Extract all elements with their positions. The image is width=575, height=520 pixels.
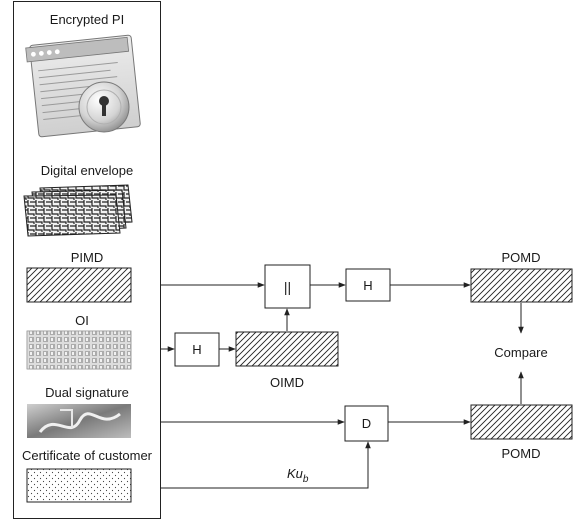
pimd-block bbox=[26, 267, 132, 303]
input-panel bbox=[13, 1, 161, 519]
public-key-subscript: b bbox=[303, 474, 309, 485]
certificate-block bbox=[26, 468, 132, 503]
decrypt-label: D bbox=[362, 416, 371, 431]
hash-block-top bbox=[345, 268, 391, 302]
concat-block bbox=[264, 264, 311, 309]
hash-block-oi bbox=[174, 332, 220, 367]
digital-envelope-icon bbox=[23, 184, 133, 237]
oi-label: OI bbox=[75, 313, 89, 328]
connectors bbox=[160, 282, 524, 489]
dual-signature-icon bbox=[27, 404, 131, 438]
pimd-label: PIMD bbox=[71, 250, 104, 265]
hash-oi-label: H bbox=[192, 342, 201, 357]
concat-symbol: || bbox=[284, 279, 291, 295]
certificate-label: Certificate of customer bbox=[22, 448, 153, 463]
certificate-to-decrypt-arrow bbox=[160, 441, 371, 489]
public-key-base: Ku bbox=[287, 466, 303, 481]
public-key-label: Kub bbox=[287, 466, 309, 485]
encrypted-document-icon bbox=[25, 34, 141, 138]
hash-top-label: H bbox=[363, 278, 372, 293]
pomd-bottom-label: POMD bbox=[502, 446, 541, 461]
oimd-block bbox=[235, 331, 339, 367]
oimd-label: OIMD bbox=[270, 375, 304, 390]
decrypt-block bbox=[344, 405, 389, 442]
pomd-top-block bbox=[470, 268, 573, 303]
encrypted-pi-label: Encrypted PI bbox=[50, 12, 124, 27]
digital-envelope-label: Digital envelope bbox=[41, 163, 134, 178]
order-information-icon bbox=[26, 330, 132, 370]
pomd-top-label: POMD bbox=[502, 250, 541, 265]
compare-label: Compare bbox=[494, 345, 547, 360]
dual-signature-label: Dual signature bbox=[45, 385, 129, 400]
pomd-bottom-block bbox=[470, 404, 573, 440]
